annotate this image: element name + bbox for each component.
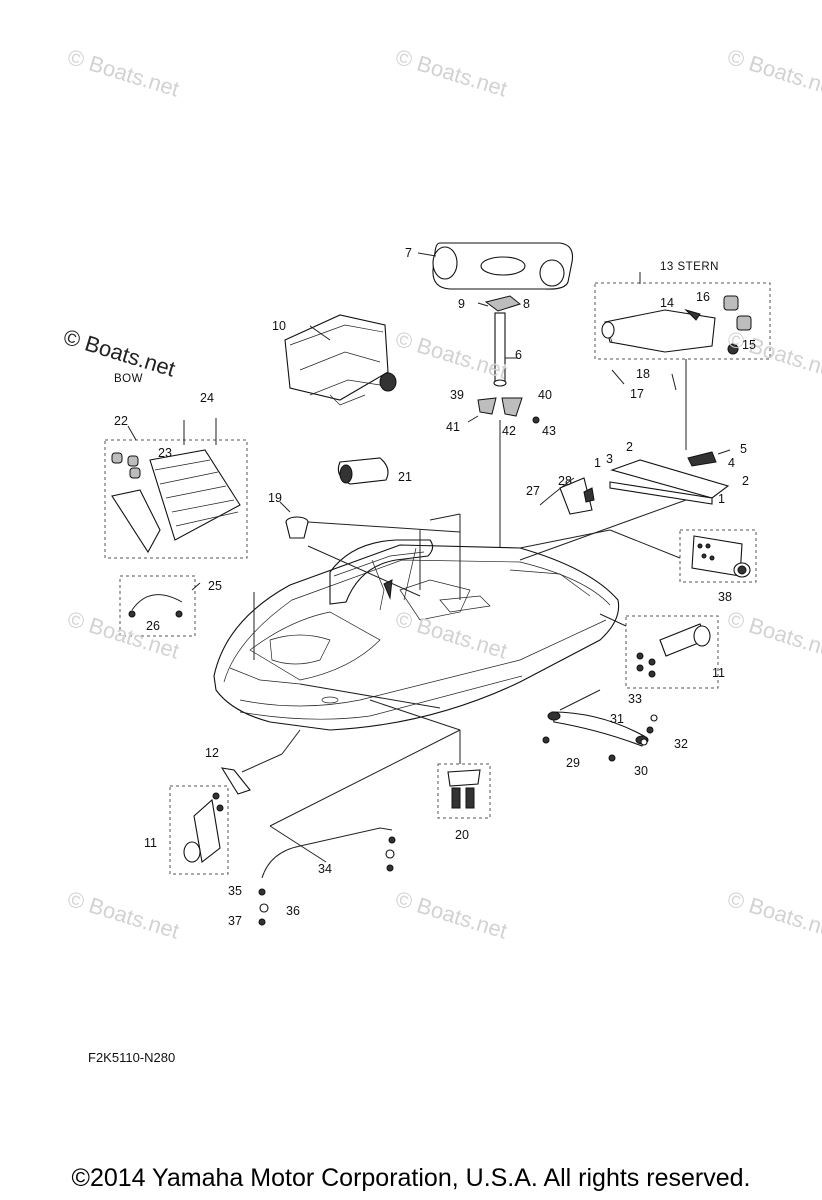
callout-31: 31 bbox=[610, 712, 624, 726]
callout-30: 30 bbox=[634, 764, 648, 778]
callout-35: 35 bbox=[228, 884, 242, 898]
part-6-pole bbox=[493, 312, 507, 387]
callout-11: 11 bbox=[712, 666, 725, 680]
callout-36: 36 bbox=[286, 904, 300, 918]
callout-2: 2 bbox=[742, 474, 749, 488]
callout-2: 2 bbox=[626, 440, 633, 454]
parts-1-5-rails bbox=[609, 449, 731, 505]
diagram-code: F2K5110-N280 bbox=[88, 1050, 176, 1065]
part-20-drain bbox=[437, 763, 491, 819]
callout-33: 33 bbox=[628, 692, 642, 706]
boat-hull bbox=[213, 544, 620, 731]
parts-27-28-tubes bbox=[539, 477, 595, 515]
callout-43: 43 bbox=[542, 424, 556, 438]
callout-38: 38 bbox=[718, 590, 732, 604]
part-21-vent bbox=[337, 457, 389, 485]
boat-windshield bbox=[329, 539, 434, 611]
parts-17-18-screws bbox=[611, 369, 677, 391]
part-8-bracket bbox=[477, 295, 522, 312]
callout-22: 22 bbox=[114, 414, 128, 428]
callout-3: 3 bbox=[606, 452, 613, 466]
callout-19: 19 bbox=[268, 491, 282, 505]
part-11-cleat-right bbox=[625, 615, 719, 689]
callout-20: 20 bbox=[455, 828, 469, 842]
callout-9: 9 bbox=[458, 297, 465, 311]
callout-1: 1 bbox=[594, 456, 601, 470]
callout-27: 27 bbox=[526, 484, 540, 498]
callout-42: 42 bbox=[502, 424, 516, 438]
callout-7: 7 bbox=[405, 246, 412, 260]
callout-4: 4 bbox=[728, 456, 735, 470]
leader-lines bbox=[127, 252, 687, 863]
callout-26: 26 bbox=[146, 619, 160, 633]
part-10-storage-box bbox=[284, 314, 397, 406]
stern-label: 13 STERN bbox=[660, 261, 719, 273]
callout-6: 6 bbox=[515, 348, 522, 362]
part-22-bow-ladder bbox=[104, 418, 248, 559]
callout-18: 18 bbox=[636, 367, 650, 381]
part-38-panel bbox=[679, 529, 757, 583]
part-25-hose bbox=[119, 575, 196, 637]
callout-23: 23 bbox=[158, 446, 172, 460]
callout-34: 34 bbox=[318, 862, 332, 876]
callout-24: 24 bbox=[200, 391, 214, 405]
callout-21: 21 bbox=[398, 470, 412, 484]
callout-15: 15 bbox=[742, 338, 756, 352]
part-19-cup-holder bbox=[285, 516, 309, 539]
bow-label: BOW bbox=[114, 373, 143, 385]
callout-12: 12 bbox=[205, 746, 219, 760]
callout-17: 17 bbox=[630, 387, 644, 401]
callout-40: 40 bbox=[538, 388, 552, 402]
callout-5: 5 bbox=[740, 442, 747, 456]
callout-25: 25 bbox=[208, 579, 222, 593]
copyright-notice: ©2014 Yamaha Motor Corporation, U.S.A. A… bbox=[71, 1164, 751, 1192]
part-34-bar bbox=[258, 827, 396, 926]
callout-11: 11 bbox=[144, 836, 157, 850]
callout-29: 29 bbox=[566, 756, 580, 770]
callout-10: 10 bbox=[272, 319, 286, 333]
part-7-cushion bbox=[432, 242, 574, 290]
callout-1: 1 bbox=[718, 492, 725, 506]
part-29-grab-rail bbox=[542, 711, 649, 762]
callout-8: 8 bbox=[523, 297, 530, 311]
callout-41: 41 bbox=[446, 420, 460, 434]
part-11-cleat-left bbox=[169, 767, 251, 875]
part-39-43-base bbox=[467, 397, 540, 560]
callout-37: 37 bbox=[228, 914, 242, 928]
part-13-stern-group bbox=[594, 282, 771, 450]
callout-39: 39 bbox=[450, 388, 464, 402]
callout-16: 16 bbox=[696, 290, 710, 304]
callout-32: 32 bbox=[674, 737, 688, 751]
callout-28: 28 bbox=[558, 474, 572, 488]
callout-14: 14 bbox=[660, 296, 674, 310]
parts-31-33-hardware bbox=[640, 714, 658, 746]
